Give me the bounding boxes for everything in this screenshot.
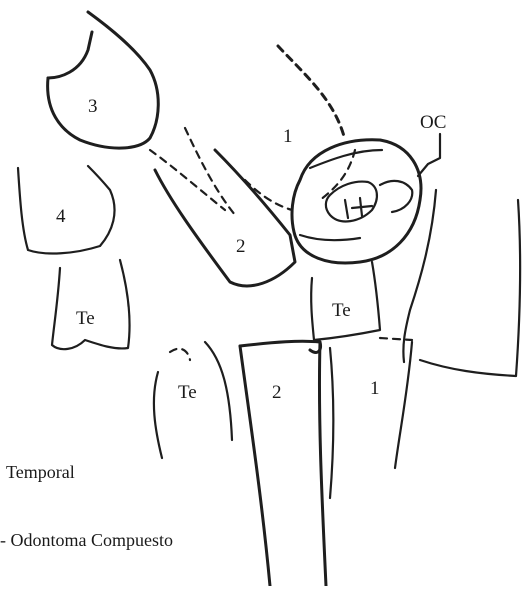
tooth-4-label: 4: [56, 206, 66, 227]
legend-odontoma: - Odontoma Compuesto: [0, 530, 173, 550]
tooth-2-upper-label: 2: [236, 236, 246, 257]
tooth-4-outline: [18, 166, 115, 253]
odontoma-tag-label: OC: [420, 112, 446, 133]
tooth-3-outline: [48, 12, 159, 148]
tooth-2-lower-label: 2: [272, 382, 282, 403]
tooth-1-upper-outline: [245, 46, 345, 210]
tooth-2-upper-outline: [150, 128, 295, 286]
odontoma-mass: [292, 140, 421, 263]
temporal-lower-label: Te: [178, 382, 197, 403]
temporal-center-label: Te: [332, 300, 351, 321]
odontoma-tag-pointer: [418, 134, 440, 176]
tooth-1-upper-label: 1: [283, 126, 293, 147]
temporal-left-label: Te: [76, 308, 95, 329]
temporal-left-outline: [52, 260, 130, 349]
tooth-1-lower-label: 1: [370, 378, 380, 399]
lower-teeth-outlines: [154, 338, 412, 586]
tooth-1-right-outline: [403, 190, 520, 376]
tooth-3-label: 3: [88, 96, 98, 117]
legend-temporal: Temporal: [6, 462, 75, 482]
